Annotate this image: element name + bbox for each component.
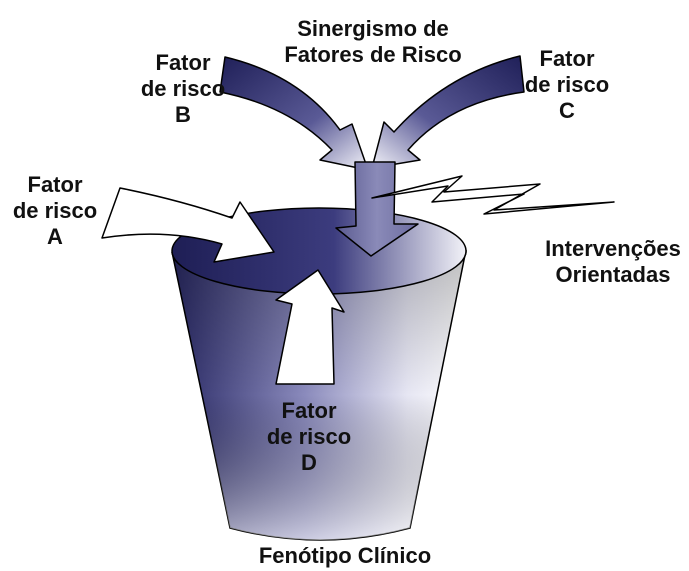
arrow-factor-a bbox=[101, 187, 275, 263]
label-phenotype: Fenótipo Clínico bbox=[258, 543, 432, 568]
label-factor-c: Fator de risco C bbox=[524, 46, 610, 123]
label-synergy: Sinergismo de Fatores de Risco bbox=[284, 16, 462, 67]
label-factor-b: Fator de risco B bbox=[140, 50, 226, 127]
label-interventions: Intervenções Orientadas bbox=[545, 236, 681, 287]
label-factor-a: Fator de risco A bbox=[12, 172, 98, 249]
arrow-factor-c bbox=[371, 55, 525, 169]
label-factor-d: Fator de risco D bbox=[266, 398, 352, 475]
arrow-synergy-down bbox=[335, 161, 419, 257]
lightning-bolt-interventions bbox=[371, 175, 615, 215]
arrow-factor-d bbox=[275, 269, 345, 385]
cup-phenotype-body bbox=[171, 249, 467, 541]
arrow-factor-b bbox=[219, 56, 369, 171]
